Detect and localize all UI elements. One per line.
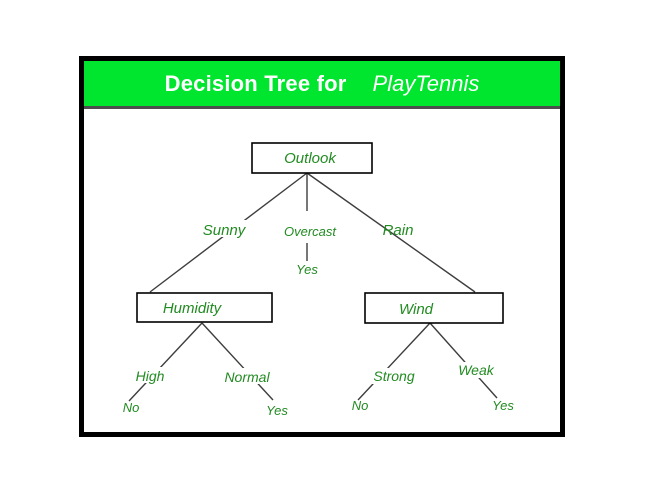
label-bg-normal [221,368,273,384]
title-subject: PlayTennis [372,70,480,96]
title-bar: Decision Tree for PlayTennis [84,61,560,106]
branch-label-sunny: Sunny [203,222,247,239]
node-wind-label: Wind [399,301,434,318]
branch-label-high: High [136,368,165,384]
label-bg-strong [370,368,418,384]
label-bg-high [132,367,168,383]
branch-line-strong [357,322,431,401]
node-humidity-box [136,292,273,323]
leaf-label-yes-normal: Yes [266,403,288,418]
branch-label-normal: Normal [224,369,270,385]
label-bg-weak [454,362,498,378]
branch-line-high [128,322,203,402]
branch-line-rain [306,172,476,293]
node-humidity-label: Humidity [163,300,223,317]
label-bg-sunny [201,220,247,237]
node-wind-box [364,292,504,324]
branch-line-normal [201,322,274,401]
branch-line-weak [429,322,498,399]
leaf-label-yes-weak: Yes [492,398,514,413]
branch-label-strong: Strong [373,368,414,384]
branch-label-overcast: Overcast [284,224,337,239]
branch-label-rain: Rain [383,222,414,239]
leaf-label-yes-overcast: Yes [296,262,318,277]
branch-label-weak: Weak [458,362,495,378]
leaf-label-no-strong: No [352,398,369,413]
leaf-label-no-high: No [123,400,140,415]
node-outlook-box [251,142,373,174]
title-text: Decision Tree for [164,70,347,96]
node-outlook-label: Outlook [284,150,337,167]
title-underline [84,106,560,109]
